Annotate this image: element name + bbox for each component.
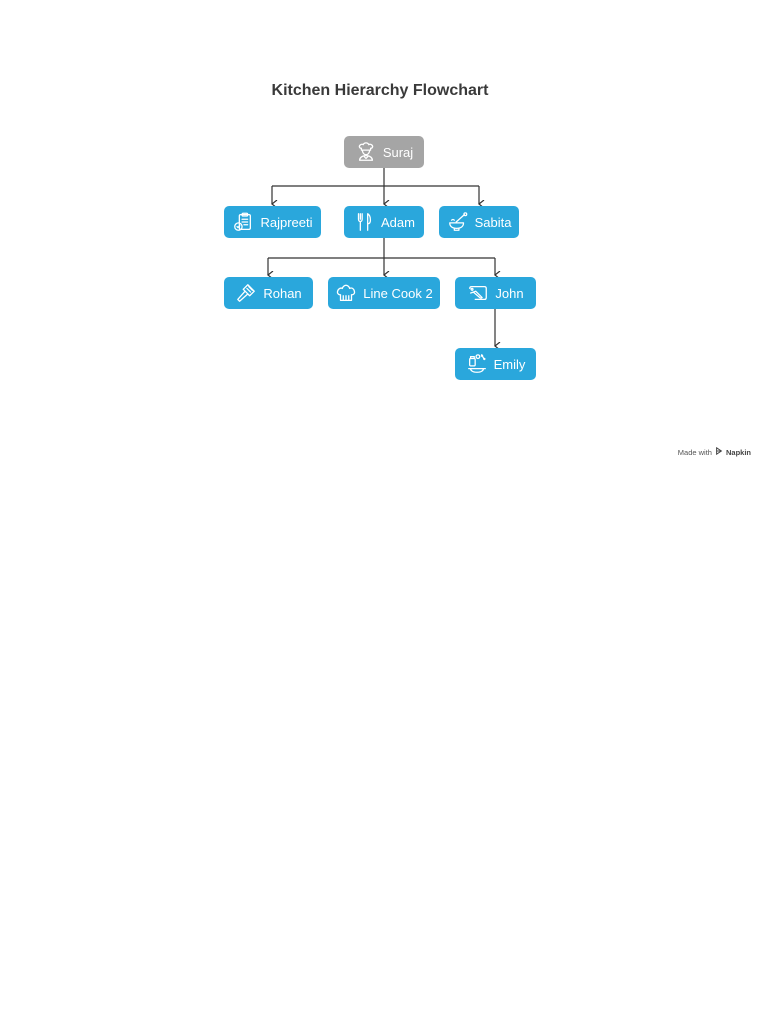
fork-knife-icon: [353, 211, 375, 233]
made-with-text: Made with: [677, 447, 712, 457]
node-label: Rajpreeti: [260, 214, 313, 230]
brand-name: Napkin: [725, 447, 751, 457]
chef-hat-icon: [335, 282, 357, 304]
cutting-board-icon: [467, 282, 489, 304]
clipboard-icon: [232, 211, 254, 233]
node-label: Emily: [493, 356, 526, 372]
node-label: John: [495, 285, 524, 301]
node-label: Rohan: [263, 285, 302, 301]
seasoning-icon: [466, 353, 488, 375]
node-suraj[interactable]: Suraj: [344, 136, 424, 168]
node-emily[interactable]: Emily: [455, 348, 536, 380]
node-john[interactable]: John: [455, 277, 536, 309]
node-label: Sabita: [474, 214, 512, 230]
node-rohan[interactable]: Rohan: [224, 277, 313, 309]
spatula-icon: [235, 282, 257, 304]
node-label: Line Cook 2: [363, 285, 433, 301]
node-rajpreeti[interactable]: Rajpreeti: [224, 206, 321, 238]
chef-icon: [355, 141, 377, 163]
node-adam[interactable]: Adam: [344, 206, 424, 238]
napkin-logo-icon: [715, 446, 723, 457]
node-label: Suraj: [382, 144, 414, 160]
footer-attribution: Made with Napkin: [677, 446, 751, 457]
mixing-bowl-icon: [447, 211, 469, 233]
page-title: Kitchen Hierarchy Flowchart: [271, 82, 489, 99]
node-linecook2[interactable]: Line Cook 2: [328, 277, 440, 309]
node-label: Adam: [381, 214, 415, 230]
node-sabita[interactable]: Sabita: [439, 206, 519, 238]
